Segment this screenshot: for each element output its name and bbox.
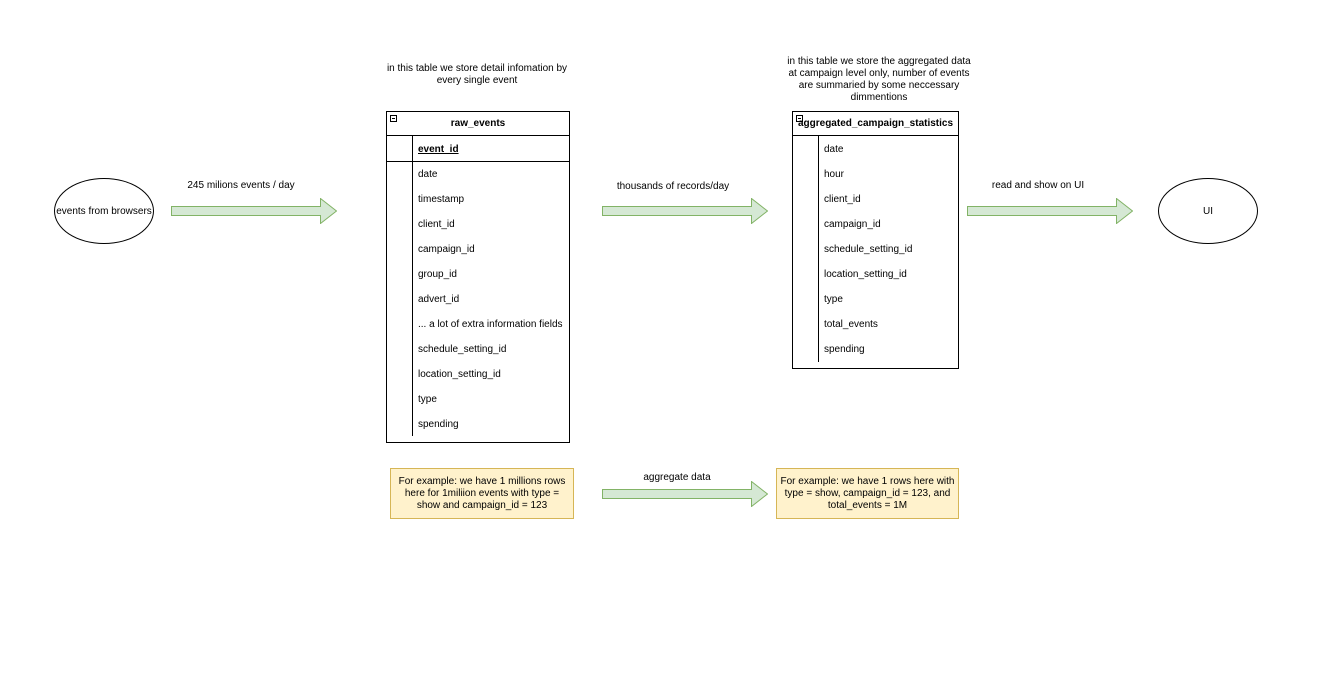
raw-example-note[interactable]: For example: we have 1 millions rows her… xyxy=(390,468,574,519)
agg-table-note: in this table we store the aggregated da… xyxy=(787,56,971,103)
raw-example-text: For example: we have 1 millions rows her… xyxy=(398,475,566,511)
table-field-row: schedule_setting_id xyxy=(418,344,507,355)
table-field-row: date xyxy=(418,169,438,180)
table-field-row: spending xyxy=(824,344,865,355)
table-field-row: total_events xyxy=(824,319,878,330)
events-source-node[interactable]: events from browsers xyxy=(54,178,154,244)
raw-events-title: raw_events xyxy=(387,112,569,136)
read-arrow[interactable] xyxy=(967,198,1133,224)
raw-events-table[interactable]: raw_events event_id date timestamp client_… xyxy=(386,111,570,443)
table-field-row: client_id xyxy=(824,194,861,205)
ingest-arrow[interactable] xyxy=(171,198,337,224)
aggregated-campaign-statistics-table[interactable]: aggregated_campaign_statistics date hour c… xyxy=(792,111,959,369)
agg-example-note[interactable]: For example: we have 1 rows here with ty… xyxy=(776,468,959,519)
table-field-row: advert_id xyxy=(418,294,460,305)
table-field-row: ... a lot of extra information fields xyxy=(418,319,563,330)
table-field-row: location_setting_id xyxy=(824,269,907,280)
primary-key-separator xyxy=(387,161,569,162)
example-arrow-label: aggregate data xyxy=(643,472,711,483)
raw-events-primary-key: event_id xyxy=(418,144,459,155)
ui-node[interactable]: UI xyxy=(1158,178,1258,244)
table-field-row: timestamp xyxy=(418,194,465,205)
table-field-row: group_id xyxy=(418,269,457,280)
table-field-row: hour xyxy=(824,169,845,180)
table-field-row: type xyxy=(418,394,437,405)
table-field-row: schedule_setting_id xyxy=(824,244,913,255)
table-field-row: location_setting_id xyxy=(418,369,501,380)
table-field-row: date xyxy=(824,144,844,155)
read-arrow-label: read and show on UI xyxy=(991,180,1085,191)
ui-label: UI xyxy=(1203,205,1213,217)
collapse-icon[interactable] xyxy=(796,115,803,122)
events-source-label: events from browsers xyxy=(56,205,152,217)
raw-events-column-divider xyxy=(412,136,413,436)
aggregated-table-title: aggregated_campaign_statistics xyxy=(793,112,958,136)
agg-example-text: For example: we have 1 rows here with ty… xyxy=(780,475,955,511)
collapse-icon[interactable] xyxy=(390,115,397,122)
ingest-arrow-label: 245 milions events / day xyxy=(187,180,295,191)
example-arrow[interactable] xyxy=(602,481,768,507)
table-field-row: campaign_id xyxy=(418,244,475,255)
aggregate-arrow[interactable] xyxy=(602,198,768,224)
table-field-row: client_id xyxy=(418,219,455,230)
table-field-row: spending xyxy=(418,419,459,430)
aggregated-column-divider xyxy=(818,136,819,362)
aggregate-arrow-label: thousands of records/day xyxy=(616,181,730,192)
table-field-row: campaign_id xyxy=(824,219,881,230)
table-field-row: type xyxy=(824,294,843,305)
raw-table-note: in this table we store detail infomation… xyxy=(386,63,568,86)
